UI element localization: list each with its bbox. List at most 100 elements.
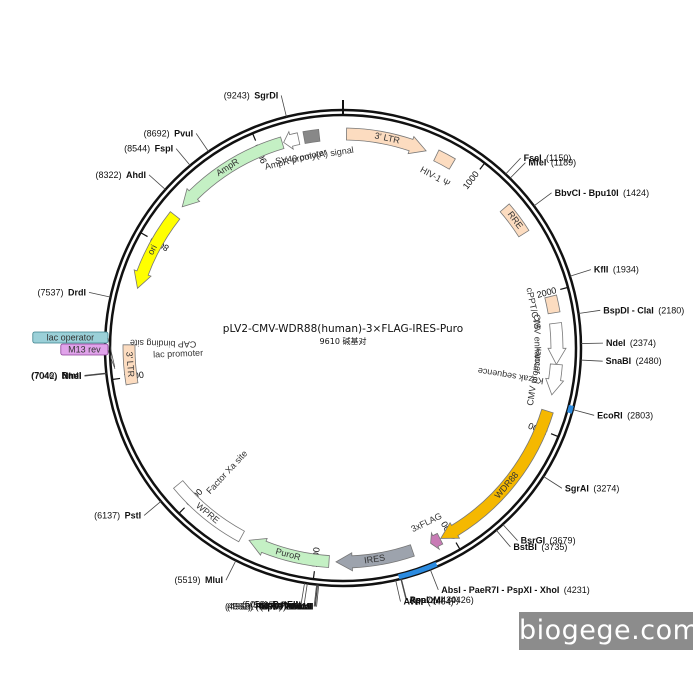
- site-24: BsrGI (3679): [521, 531, 576, 548]
- feature-ampr-13: [181, 136, 285, 208]
- boxed-label-bg-1: [60, 343, 109, 356]
- site-6: (7042) NheI: [32, 371, 82, 381]
- site-name-6: NheI: [62, 371, 82, 381]
- feature-cppt-cts-3: [544, 294, 561, 315]
- site-leader-23: [543, 476, 563, 489]
- site-28: ApaI (4430): [409, 595, 459, 605]
- tick-4000: [455, 542, 461, 550]
- site-name-11: BsiWI: [286, 601, 311, 611]
- feature-label-3-ltr-11: 3' LTR: [124, 351, 136, 378]
- watermark: biogege.com: [519, 612, 699, 650]
- site-name-25: BstBI: [513, 542, 537, 552]
- boxed-label-0: lac operator: [47, 333, 95, 343]
- site-label-18: KflI (1934): [594, 260, 639, 277]
- site-pos-28: (4430): [433, 595, 459, 605]
- site-14: (4961) PflFI - Tth111I: [225, 602, 314, 612]
- site-name-2: FspI: [155, 144, 174, 154]
- site-name-0: SgrDI: [254, 90, 278, 100]
- highlight-segments: [398, 404, 574, 580]
- site-label-1: (8692) PvuI: [144, 123, 193, 140]
- site-16: MfeI (1189): [528, 158, 576, 168]
- feature-rre-2: [499, 203, 530, 238]
- site-leader-4: [88, 292, 111, 298]
- site-leader-0: [280, 95, 287, 117]
- site-name-4: DrdI: [68, 287, 86, 297]
- site-15: FseI (1150): [524, 153, 572, 163]
- tick-5000: [312, 571, 315, 580]
- site-leader-3: [148, 174, 166, 190]
- site-pos-20: (2374): [630, 338, 656, 348]
- site-leader-11: [313, 584, 317, 607]
- feature-3xflag-7: [430, 531, 444, 551]
- site-pos-11: (4975): [256, 601, 282, 611]
- site-18: KflI (1934): [594, 260, 639, 277]
- site-7: (6137) PstI: [94, 510, 141, 520]
- boxed-label-bg-0: [32, 331, 109, 344]
- site-leader-1: [195, 133, 209, 152]
- site-name-14: PflFI - Tth111I: [256, 602, 314, 612]
- tick-9000: [251, 133, 257, 141]
- site-label-27: PspOMI (4426): [410, 590, 474, 607]
- feature-label-ori-12: ori: [145, 243, 158, 256]
- site-label-5: (7046) BmtI: [31, 365, 81, 382]
- feature-label-ires-8: IRES: [363, 553, 385, 566]
- site-10: (5035) RsrII: [251, 600, 301, 610]
- site-name-29: AvrII: [403, 597, 423, 607]
- site-pos-27: (4426): [448, 595, 474, 605]
- tick-label-1000: 1000: [461, 169, 481, 191]
- site-label-3: (8322) AhdI: [96, 165, 146, 182]
- site-name-13: TspMI - XmaI: [257, 602, 312, 612]
- site-label-21: SnaBI (2480): [606, 351, 662, 368]
- feature-label-sv40-poly-a-signal-15: SV40 poly(A) signal: [275, 145, 355, 166]
- site-label-2: (8544) FspI: [124, 139, 173, 156]
- site-pos-2: (8544): [124, 144, 150, 154]
- site-pos-14: (4961): [225, 602, 251, 612]
- site-leader-22: [572, 409, 595, 416]
- site-name-22: EcoRI: [597, 410, 623, 420]
- feature-label-cmv-enhancer-4: CMV enhancer: [532, 314, 543, 374]
- site-leader-7: [143, 501, 162, 516]
- site-2: (8544) FspI: [124, 139, 173, 156]
- site-leader-25: [495, 529, 511, 548]
- tick-2000: [560, 286, 569, 291]
- site-pos-5: (7046): [31, 370, 57, 380]
- site-pos-6: (7042): [32, 371, 58, 381]
- site-pos-0: (9243): [224, 90, 250, 100]
- feature-cmv-promoter-5: [545, 363, 565, 396]
- site-leader-14: [316, 584, 320, 607]
- site-leader-19: [578, 309, 601, 314]
- feature-ampr-promoter-14: [283, 130, 301, 151]
- highlight-segment-1: [398, 561, 438, 580]
- site-label-13: (4968) TspMI - XmaI: [227, 597, 312, 614]
- site-pos-7: (6137): [94, 510, 120, 520]
- site-pos-3: (8322): [96, 170, 122, 180]
- plasmid-length: 9610 碱基对: [320, 336, 367, 346]
- site-name-15: FseI: [524, 153, 542, 163]
- site-leader-27: [400, 578, 408, 601]
- site-pos-23: (3274): [593, 483, 619, 493]
- site-label-19: BspDI - ClaI (2180): [603, 300, 684, 317]
- feature-label-3xflag-7: 3xFLAG: [409, 511, 443, 534]
- highlight-segment-0: [566, 404, 574, 414]
- site-leader-9: [300, 582, 305, 605]
- tick-3000: [550, 433, 559, 438]
- site-8: (5519) MluI: [175, 575, 223, 585]
- site-5: (7046) BmtI: [31, 365, 81, 382]
- site-label-17: BbvCI - Bpu10I (1424): [555, 183, 649, 200]
- site-pos-29: (4464): [428, 597, 454, 607]
- site-leader-5: [84, 372, 107, 376]
- site-name-21: SnaBI: [606, 356, 632, 366]
- feature-sv40-poly-a-signal-15: [302, 128, 321, 144]
- feature-ires-8: [335, 544, 415, 572]
- boxed-label-leader-0: [107, 337, 116, 368]
- site-label-20: NdeI (2374): [606, 333, 656, 350]
- site-name-1: PvuI: [174, 128, 193, 138]
- site-name-9: BstEII: [273, 600, 299, 610]
- plasmid-title: pLV2-CMV-WDR88(human)-3×FLAG-IRES-Puro: [223, 323, 463, 335]
- inner-label-1: CAP binding site: [130, 338, 197, 350]
- site-label-24: BsrGI (3679): [521, 531, 576, 548]
- site-pos-22: (2803): [627, 410, 653, 420]
- site-name-12: SmaI: [290, 601, 312, 611]
- site-pos-10: (5035): [251, 600, 277, 610]
